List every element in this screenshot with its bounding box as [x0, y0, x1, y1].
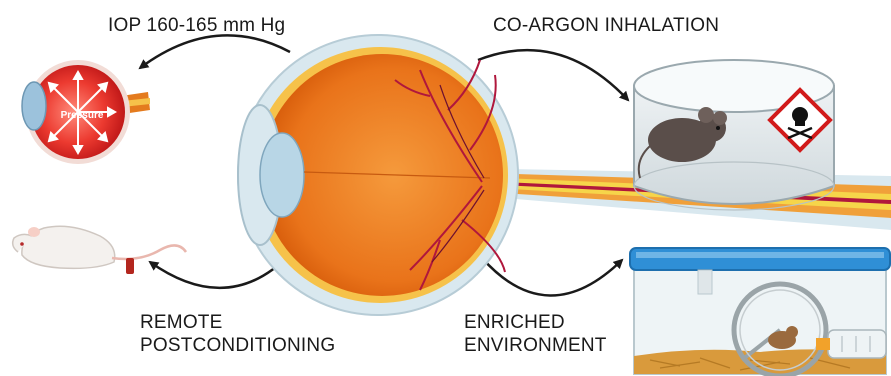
rat-icon [13, 226, 186, 274]
pressure-eye-icon: Pressure [22, 60, 150, 164]
enriched-environment-label: ENRICHED ENVIRONMENT [464, 311, 607, 357]
remote-line1: REMOTE [140, 311, 335, 334]
pressure-label: Pressure [61, 110, 104, 121]
enriched-line2: ENVIRONMENT [464, 334, 607, 357]
iop-label: IOP 160-165 mm Hg [108, 14, 285, 37]
arrow-to-pressure-eye [140, 35, 290, 68]
argon-label: CO-ARGON INHALATION [493, 14, 719, 37]
remote-line2: POSTCONDITIONING [140, 334, 335, 357]
remote-postconditioning-label: REMOTE POSTCONDITIONING [140, 311, 335, 357]
enriched-line1: ENRICHED [464, 311, 607, 334]
arrow-to-argon-cup [478, 50, 628, 100]
